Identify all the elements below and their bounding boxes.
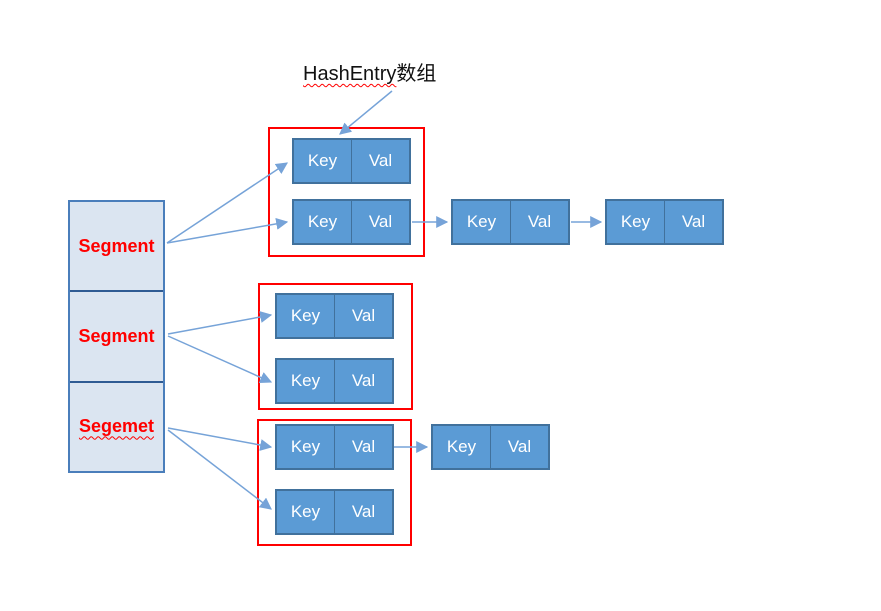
title-latin-part: HashEntry: [303, 63, 397, 85]
hashentry-node: Key Val: [275, 358, 394, 404]
hashentry-node: Key Val: [431, 424, 550, 470]
key-cell: Key: [453, 201, 511, 243]
segment-cell-3: Segemet: [70, 380, 163, 471]
key-cell: Key: [433, 426, 491, 468]
val-cell: Val: [507, 437, 532, 456]
arrow-segment3-to-entry1: [167, 427, 273, 451]
segment-label: Segment: [78, 325, 155, 346]
arrow-segment2-to-entry2: [167, 335, 273, 384]
key-cell: Key: [294, 140, 352, 182]
segment-cell-2: Segment: [70, 290, 163, 380]
diagram-title: HashEntry数组: [303, 57, 463, 86]
val-cell: Val: [368, 151, 393, 170]
key-cell: Key: [607, 201, 665, 243]
arrow-segment3-to-entry2: [167, 429, 272, 510]
hashentry-node: Key Val: [275, 424, 394, 470]
hashentry-node: Key Val: [292, 138, 411, 184]
val-cell: Val: [351, 371, 376, 390]
segment-label: Segemet: [78, 416, 155, 437]
key-cell: Key: [277, 360, 335, 402]
key-cell: Key: [277, 426, 335, 468]
hashentry-node: Key Val: [275, 489, 394, 535]
val-cell: Val: [368, 212, 393, 231]
key-cell: Key: [277, 491, 335, 533]
segment-cell-1: Segment: [70, 202, 163, 290]
segment-label: Segment: [78, 235, 155, 256]
title-cjk-part: 数组: [396, 63, 437, 85]
val-cell: Val: [681, 212, 706, 231]
segment-array: Segment Segment Segemet: [68, 200, 165, 473]
key-cell: Key: [277, 295, 335, 337]
val-cell: Val: [527, 212, 552, 231]
val-cell: Val: [351, 502, 376, 521]
val-cell: Val: [351, 437, 376, 456]
hashentry-node: Key Val: [292, 199, 411, 245]
key-cell: Key: [294, 201, 352, 243]
hashentry-node: Key Val: [451, 199, 570, 245]
arrow-segment2-to-entry1: [167, 311, 273, 335]
hashentry-node: Key Val: [275, 293, 394, 339]
hashentry-node: Key Val: [605, 199, 724, 245]
val-cell: Val: [351, 306, 376, 325]
